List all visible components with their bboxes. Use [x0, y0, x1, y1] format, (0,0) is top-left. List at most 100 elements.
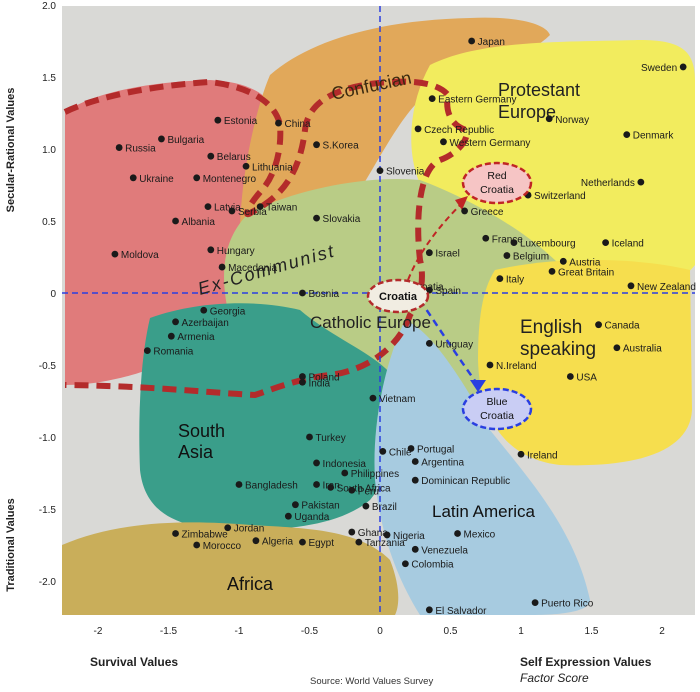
- country-label: Poland: [308, 373, 339, 384]
- country-label: Spain: [435, 286, 461, 297]
- country-label: Eastern Germany: [438, 95, 516, 106]
- zone-label-catholic-europe: Catholic Europe: [310, 313, 431, 332]
- country-label: S.Korea: [323, 141, 360, 152]
- country-point: [401, 560, 409, 568]
- country-point: [313, 459, 320, 467]
- country-label: Croatia: [411, 282, 444, 293]
- country-label: Puerto Rico: [541, 599, 594, 610]
- country-label: Vietnam: [379, 394, 416, 405]
- country-label: Western Germany: [449, 138, 530, 149]
- country-point: [623, 131, 631, 139]
- x-axis-label-right: Self Expression Values: [520, 655, 652, 669]
- country-point: [425, 606, 433, 614]
- country-label: Belarus: [217, 152, 251, 163]
- y-axis-label-bottom: Traditional Values: [5, 498, 17, 592]
- country-point: [383, 531, 391, 539]
- country-label: Peru: [358, 486, 379, 497]
- source-label: Source: World Values Survey: [310, 676, 433, 687]
- zone-label-south-asia-1: South: [178, 421, 225, 441]
- x-tick-label: 2: [659, 626, 665, 637]
- country-label: South Africa: [337, 483, 391, 494]
- country-point: [158, 135, 165, 143]
- country-label: Pakistan: [301, 501, 339, 512]
- x-tick-label: -2: [94, 626, 103, 637]
- country-point: [129, 174, 137, 182]
- country-label: Great Britain: [558, 267, 614, 278]
- country-point: [440, 138, 447, 146]
- zone-english-speaking: [478, 259, 692, 466]
- country-point: [299, 289, 306, 297]
- zone-latin-america: [374, 320, 590, 615]
- country-point: [411, 458, 419, 465]
- country-label: Belgium: [513, 252, 549, 263]
- country-label: Macedonia: [228, 263, 277, 274]
- country-label: Armenia: [177, 332, 215, 343]
- red-arrow-head: [455, 196, 468, 210]
- country-label: New Zealand: [637, 282, 696, 293]
- x-tick-label: 0: [377, 626, 383, 637]
- country-label: Australia: [623, 344, 662, 355]
- country-label: China: [284, 119, 311, 130]
- country-point: [207, 152, 215, 160]
- country-point: [167, 332, 175, 340]
- country-point: [369, 394, 377, 402]
- country-point: [313, 481, 320, 488]
- country-point: [407, 445, 415, 452]
- country-point: [256, 203, 264, 211]
- country-point: [348, 528, 356, 536]
- zone-label-protestant-1: Protestant: [498, 80, 580, 100]
- country-point: [559, 257, 567, 265]
- blue-croatia-label-2: Croatia: [480, 410, 514, 422]
- country-label: Slovakia: [323, 214, 361, 225]
- y-tick-label: 0: [50, 289, 56, 300]
- country-point: [627, 282, 635, 290]
- country-point: [299, 538, 306, 546]
- country-point: [327, 484, 335, 491]
- country-point: [207, 246, 215, 254]
- country-point: [242, 162, 250, 170]
- country-point: [482, 234, 490, 242]
- country-point: [414, 125, 422, 133]
- country-point: [193, 541, 201, 549]
- country-point: [193, 174, 201, 182]
- country-point: [111, 250, 119, 258]
- zone-confucian: [240, 17, 550, 240]
- country-label: Luxembourg: [520, 239, 576, 250]
- country-point: [425, 249, 433, 257]
- country-label: Lithuania: [252, 162, 293, 173]
- croatia-oval-label: Croatia: [379, 291, 418, 303]
- country-point: [379, 448, 387, 455]
- country-label: Turkey: [316, 433, 346, 444]
- country-point: [517, 450, 525, 458]
- country-label: Taiwan: [266, 203, 297, 214]
- country-label: Moldova: [121, 250, 159, 261]
- country-label: Zimbabwe: [182, 529, 229, 540]
- country-label: Israel: [435, 249, 459, 260]
- country-point: [204, 203, 212, 211]
- x-tick-label: -1: [235, 626, 244, 637]
- country-label: Czech Republic: [424, 125, 494, 136]
- country-point: [637, 178, 645, 186]
- country-label: Philippines: [351, 469, 399, 480]
- country-label: Greece: [471, 207, 504, 218]
- country-point: [313, 214, 320, 222]
- country-label: Austria: [569, 257, 601, 268]
- country-label: Brazil: [372, 502, 397, 513]
- country-point: [496, 275, 504, 282]
- country-point: [306, 433, 313, 441]
- y-ticks: 2.01.51.00.50-0.5-1.0-1.5-2.0: [39, 1, 57, 588]
- country-label: France: [492, 234, 524, 245]
- y-tick-label: -1.0: [39, 433, 57, 444]
- x-tick-label: 1.5: [585, 626, 599, 637]
- country-label: Canada: [605, 321, 640, 332]
- country-point: [172, 217, 179, 225]
- country-label: Algeria: [262, 537, 294, 548]
- country-label: Italy: [506, 275, 524, 286]
- country-label: Ukraine: [139, 174, 174, 185]
- country-point: [143, 347, 151, 354]
- country-point: [454, 530, 461, 537]
- zone-label-africa: Africa: [227, 574, 274, 594]
- country-point: [510, 239, 518, 247]
- country-label: Latvia: [214, 203, 241, 214]
